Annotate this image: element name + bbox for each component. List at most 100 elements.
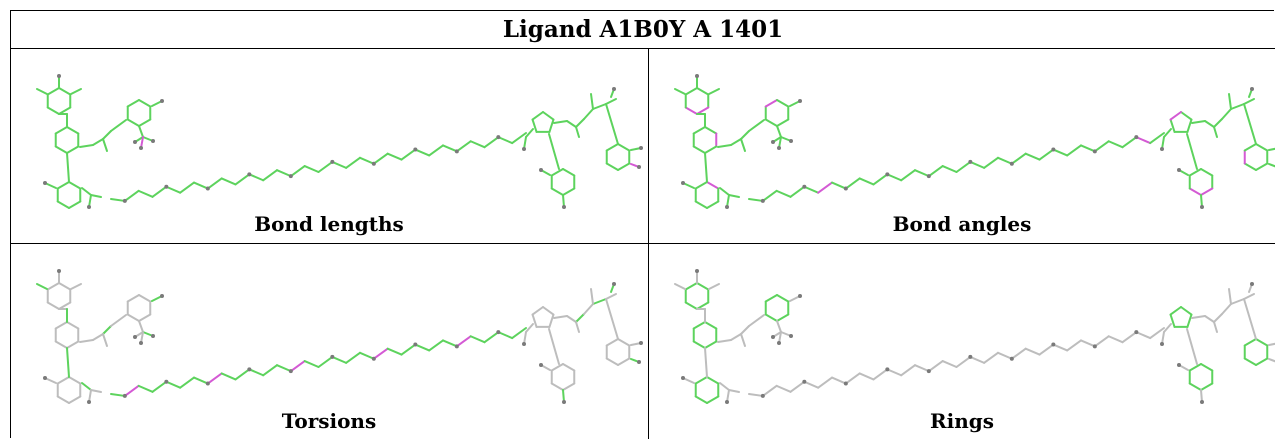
bond bbox=[1149, 327, 1165, 340]
atom bbox=[1250, 87, 1254, 91]
bond bbox=[682, 377, 695, 384]
bond bbox=[708, 283, 720, 290]
bond bbox=[1213, 313, 1223, 323]
bond bbox=[764, 99, 778, 108]
atom bbox=[1250, 282, 1254, 286]
bond bbox=[1024, 347, 1041, 356]
atom bbox=[1009, 356, 1014, 361]
bond bbox=[1243, 162, 1257, 171]
bond bbox=[692, 145, 706, 154]
bond bbox=[886, 368, 903, 377]
bond bbox=[179, 181, 195, 194]
bond bbox=[1066, 144, 1082, 157]
bond bbox=[165, 185, 182, 194]
column-divider bbox=[648, 48, 649, 439]
bond bbox=[81, 382, 92, 391]
atom bbox=[1200, 205, 1204, 209]
bond bbox=[54, 321, 68, 330]
bond bbox=[1200, 168, 1214, 177]
bond bbox=[138, 313, 152, 322]
bond bbox=[1200, 194, 1203, 208]
atom bbox=[288, 174, 293, 179]
bond bbox=[583, 108, 594, 120]
bond bbox=[694, 181, 708, 190]
bond bbox=[704, 126, 718, 135]
bond bbox=[234, 173, 251, 186]
atom bbox=[1092, 344, 1097, 349]
bond bbox=[1213, 321, 1218, 333]
bond bbox=[776, 118, 790, 127]
bond bbox=[1200, 363, 1214, 372]
bond bbox=[844, 372, 861, 385]
bond bbox=[740, 138, 746, 152]
bond bbox=[46, 282, 60, 291]
bond bbox=[592, 103, 607, 110]
bond bbox=[1268, 342, 1275, 346]
bond bbox=[1180, 306, 1193, 316]
bond bbox=[858, 177, 875, 186]
atom bbox=[133, 335, 137, 339]
bond bbox=[550, 187, 564, 196]
bond bbox=[704, 347, 708, 378]
bond bbox=[1024, 152, 1041, 161]
bond bbox=[151, 380, 168, 393]
bond bbox=[1228, 288, 1232, 305]
bond bbox=[110, 198, 126, 202]
bond bbox=[126, 294, 140, 303]
bond bbox=[617, 143, 631, 152]
atom bbox=[57, 269, 61, 273]
atom bbox=[637, 165, 641, 169]
bond bbox=[442, 339, 458, 348]
atom bbox=[639, 341, 643, 345]
bond bbox=[1200, 187, 1214, 196]
atom bbox=[160, 99, 164, 103]
bond bbox=[442, 144, 458, 153]
atom bbox=[777, 146, 781, 150]
atom bbox=[151, 334, 155, 338]
bond bbox=[764, 118, 778, 127]
bond bbox=[90, 194, 102, 198]
bond bbox=[54, 126, 68, 135]
atom bbox=[760, 393, 765, 398]
atom bbox=[612, 282, 616, 286]
bond bbox=[497, 331, 514, 340]
atom bbox=[87, 400, 91, 404]
bond bbox=[1255, 162, 1269, 171]
bond bbox=[1107, 140, 1124, 149]
bond bbox=[776, 125, 782, 138]
atom bbox=[777, 341, 781, 345]
bond bbox=[289, 360, 306, 373]
bond bbox=[562, 389, 565, 403]
bond bbox=[694, 376, 708, 385]
atom bbox=[371, 161, 376, 166]
bond bbox=[68, 395, 82, 404]
bond bbox=[66, 340, 80, 349]
bond bbox=[102, 333, 108, 347]
bond bbox=[566, 120, 577, 128]
caption-bond-angles: Bond angles bbox=[892, 212, 1032, 236]
bond bbox=[789, 185, 806, 198]
bond bbox=[1221, 108, 1232, 120]
bond bbox=[1038, 148, 1055, 161]
atom bbox=[371, 356, 376, 361]
molecule-diagram-bond-angles bbox=[674, 74, 1275, 209]
bond bbox=[542, 306, 555, 316]
bond bbox=[110, 393, 126, 397]
bond bbox=[331, 355, 348, 364]
bond bbox=[414, 148, 431, 157]
bond bbox=[617, 338, 631, 347]
bond bbox=[1121, 136, 1138, 149]
atom bbox=[639, 146, 643, 150]
atom bbox=[926, 369, 931, 374]
bond bbox=[68, 181, 82, 190]
bond bbox=[717, 339, 732, 343]
bond bbox=[289, 165, 306, 178]
atom bbox=[496, 135, 501, 140]
bond bbox=[983, 156, 999, 169]
atom bbox=[798, 294, 802, 298]
bond bbox=[708, 88, 720, 95]
atom bbox=[160, 294, 164, 298]
bond bbox=[706, 181, 720, 190]
atom bbox=[771, 335, 775, 339]
bond bbox=[46, 87, 60, 96]
